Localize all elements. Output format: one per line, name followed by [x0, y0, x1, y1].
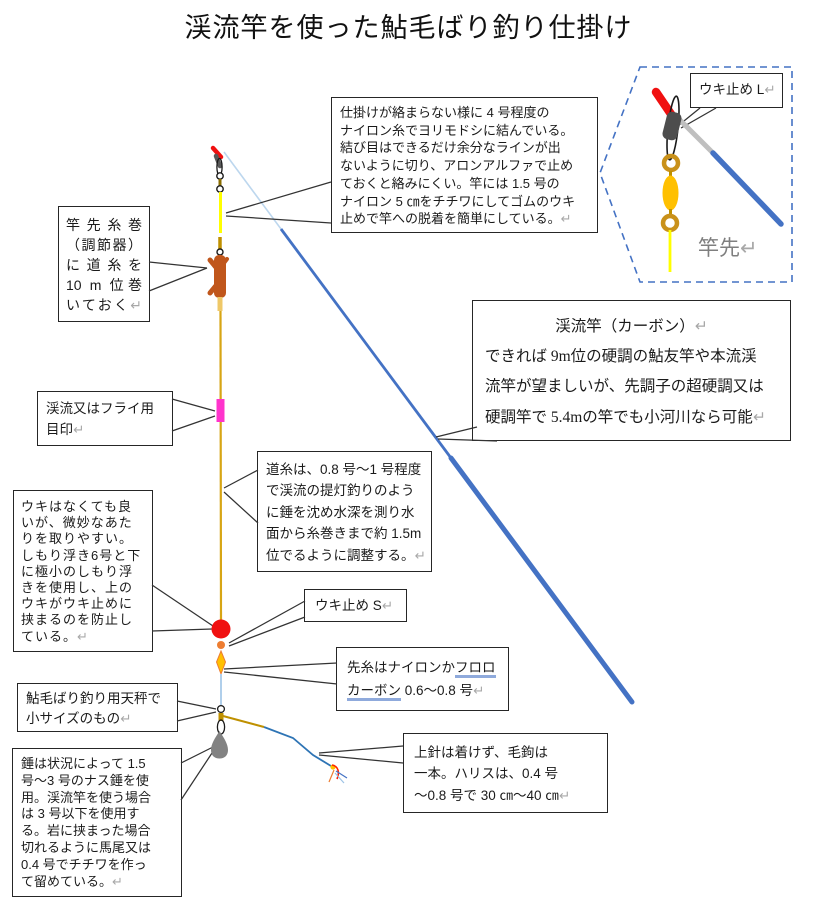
text-line: 0.4 号でチチワを作っ: [21, 856, 147, 872]
text-line: ナイロン糸でヨリモドシに結んでいる。: [340, 122, 574, 138]
text-line: は 3 号以下を使用す: [21, 806, 140, 822]
float-stopper-s-label: ウキ止め S↵: [315, 598, 394, 614]
callout-tenbin-note: 鮎毛ばり釣り用天秤で小サイズのもの↵: [17, 683, 178, 732]
text-line: きを使用し、上の: [21, 580, 134, 596]
text-line: 号～3 号のナス錘を使: [21, 772, 149, 788]
text-line: 小サイズのもの↵: [26, 710, 132, 727]
red-float-icon: [211, 619, 231, 639]
text-line: る。岩に挟まった場合: [21, 823, 151, 839]
text-line: ～0.8 号で 30 ㎝～40 ㎝↵: [414, 787, 571, 804]
callout-rod-note: 渓流竿（カーボン）↵ できれば 9m位の硬調の鮎友竿や本流渓流竿が望ましいが、先…: [472, 300, 791, 441]
fly-hook-icon: [328, 764, 348, 784]
text-line: に道糸を: [66, 257, 142, 273]
text-line: ウキがウキ止めに: [21, 596, 134, 612]
text-line: （調節器）: [66, 237, 142, 253]
gold-ring-icon: [661, 153, 681, 173]
text-line: 10 m 位巻: [66, 277, 142, 293]
loop-icon: [666, 95, 680, 161]
small-float-icon: [215, 649, 227, 676]
text-line: 渓流又はフライ用: [46, 401, 154, 416]
rod-note-title: 渓流竿（カーボン）↵: [555, 317, 708, 335]
text-line: ている。↵: [21, 628, 89, 645]
tippet-line-2: カーボン 0.6～0.8 号↵: [347, 683, 485, 701]
text-line: 止めで竿への脱着を簡単にしている。↵: [340, 211, 572, 228]
text-line: 挟まるのを防止し: [21, 612, 134, 628]
callout-float-note: ウキはなくても良いが、微妙なあたりを取りやすい。しもり浮き6号と下に極小のしもり…: [13, 490, 153, 652]
text-line: りを取りやすい。: [21, 531, 134, 547]
line-winder-icon: [207, 255, 229, 311]
text-line: ウキはなくても良: [21, 499, 132, 514]
callout-line-winder-note: 竿先糸巻 （調節器） に道糸を 10 m 位巻いておく↵: [58, 206, 150, 322]
page-title: 渓流竿を使った鮎毛ばり釣り仕掛け: [184, 13, 633, 43]
nylon-upper-line: [216, 192, 224, 256]
swivel-icon: [662, 111, 682, 141]
text-line: 位でるように調整する。↵: [266, 547, 426, 564]
text-line: 道糸は、0.8 号～1 号程度: [266, 462, 422, 477]
float-stopper-l-label: ウキ止め L↵: [699, 82, 776, 98]
callout-float-stopper-s: ウキ止め S↵: [304, 589, 407, 622]
small-bead-icon: [217, 641, 225, 649]
text-line: 流竿が望ましいが、先調子の超硬調又は: [485, 378, 764, 395]
text-line: ナイロン 5 ㎝をチチワにしてゴムのウキ: [340, 193, 576, 209]
text-line: 鮎毛ばり釣り用天秤で: [26, 691, 161, 706]
shimori-float-icons: [211, 619, 231, 676]
callout-tippet-note: 先糸はナイロンかフロロ カーボン 0.6～0.8 号↵: [336, 647, 509, 711]
grammar-underline: フロロ: [455, 660, 496, 678]
text-line: いが、微妙なあた: [21, 515, 133, 531]
text-line: に極小のしもり浮: [21, 563, 134, 579]
text-line: 錘は状況によって 1.5: [21, 756, 146, 771]
grammar-underline: カーボン: [347, 683, 401, 701]
text-line: できれば 9m位の硬調の鮎友竿や本流渓: [485, 348, 757, 365]
callout-float-stopper-l: ウキ止め L↵: [690, 73, 783, 108]
text-line: に錘を沈め水深を測り水: [266, 504, 415, 520]
callout-knot-note: 仕掛けが絡まらない様に 4 号程度のナイロン糸でヨリモドシに結んでいる。結び目は…: [331, 97, 598, 233]
text-line: で渓流の提灯釣りのよう: [266, 483, 415, 499]
text-line: 上針は着けず、毛鉤は: [414, 745, 549, 760]
text-line: 硬調竿で 5.4mの竿でも小河川なら可能↵: [485, 408, 766, 426]
callout-hook-note: 上針は着けず、毛鉤は一本。ハリスは、0.4 号 ～0.8 号で 30 ㎝～40 ㎝…: [403, 733, 608, 813]
gold-ring-icon: [660, 213, 680, 233]
rod-tip-blue-section: [710, 150, 784, 227]
text-line: 結び目はできるだけ余分なラインが出: [340, 140, 561, 156]
callout-main-line-note: 道糸は、0.8 号～1 号程度で渓流の提灯釣りのように錘を沈め水深を測り水面から…: [257, 451, 432, 572]
top-float-stopper-icon: [210, 145, 224, 193]
text-line: 切れるように馬尾又は: [21, 839, 152, 855]
callout-stream-marker-note: 渓流又はフライ用目印↵: [37, 391, 173, 446]
text-line: 用。渓流竿を使う場合: [21, 789, 152, 805]
text-line: 目印↵: [46, 422, 85, 438]
float-stopper-l-icon: [651, 87, 678, 122]
tippet-line-1: 先糸はナイロンかフロロ: [347, 656, 498, 679]
rod-tip-gray-section: [676, 116, 716, 156]
text-line: 面から糸巻きまで約 1.5m: [266, 526, 422, 542]
main-line: [216, 310, 225, 623]
float-body-icon: [662, 175, 679, 211]
text-line: 一本。ハリスは、0.4 号: [414, 766, 559, 782]
stream-marker-icon: [216, 399, 225, 422]
text-line: しもり浮き6号と下: [21, 547, 142, 563]
text-line: いておく↵: [66, 297, 142, 314]
text-line: 仕掛けが絡まらない様に 4 号程度の: [340, 105, 550, 120]
text-line: ておくと絡みにくい。竿には 1.5 号の: [340, 175, 560, 191]
rod-tip-label: 竿先↵: [698, 236, 758, 260]
sinker-icon: [211, 731, 228, 759]
tenbin-icon: [216, 704, 265, 735]
text-line: 竿先糸巻: [66, 217, 142, 233]
text-line: ないように切り、アロンアルファで止め: [340, 158, 574, 174]
text-line: て留めている。↵: [21, 873, 123, 890]
dropper-line: [263, 726, 332, 767]
